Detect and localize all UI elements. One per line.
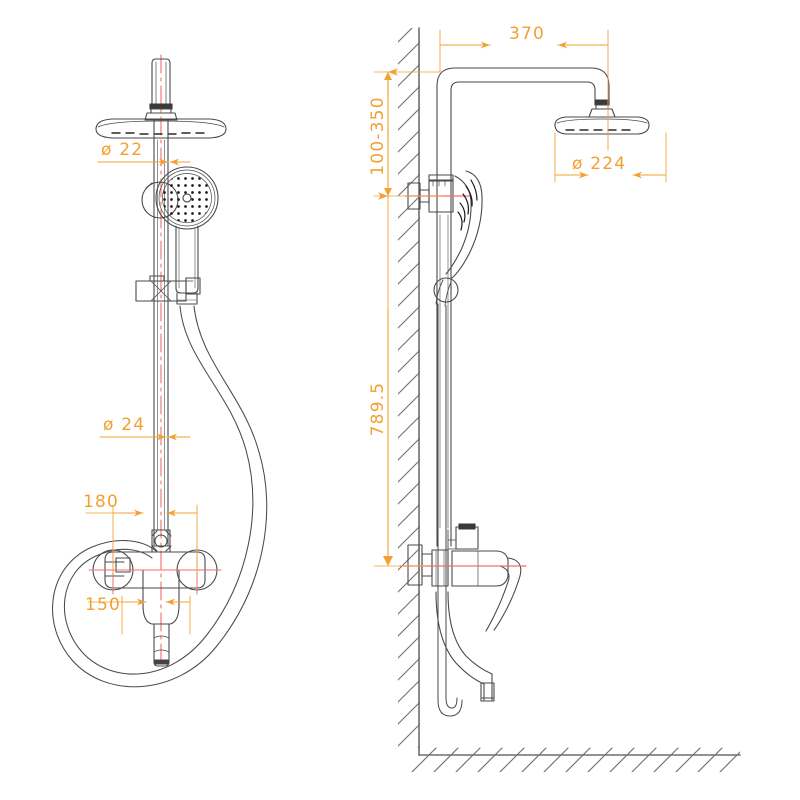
dim-mixer-inlet-centers: [87, 595, 191, 635]
dim-label-riser-diameter: ø 24: [103, 415, 145, 435]
front-view: ø 22 ø 24 180 150: [52, 54, 268, 688]
hand-shower-side: [435, 170, 483, 307]
floor-hatching: [411, 747, 741, 772]
wall-mixer-side: [399, 303, 527, 717]
side-view: 370 100-350 ø 224 789.5: [368, 24, 741, 772]
rain-shower-head-front: [95, 58, 227, 139]
dim-mixer-body-width: [85, 504, 198, 574]
riser-rail-side: [436, 204, 452, 537]
dim-label-mixer-body-width: 180: [83, 492, 119, 512]
dim-label-mixer-inlet-centers: 150: [85, 595, 121, 615]
dim-label-shower-arm-reach: 370: [509, 24, 545, 44]
side-dimensions: [373, 29, 667, 567]
slider-bracket-front: [135, 275, 201, 302]
dim-label-hand-shower-diameter: ø 22: [101, 140, 143, 160]
dim-hand-shower-diameter: [97, 158, 191, 166]
dim-label-mixer-height: 789.5: [368, 382, 388, 437]
front-dimensions: [85, 158, 198, 635]
dim-shower-arm-reach: [439, 29, 609, 151]
dim-label-rain-head-diameter: ø 224: [572, 154, 626, 174]
hand-shower-front: [141, 166, 219, 305]
dim-rain-head-diameter: [554, 132, 667, 183]
wall-hatching: [398, 27, 420, 756]
shower-hose-front: [52, 305, 268, 688]
slider-ring-side: [433, 277, 459, 303]
shower-arm-side: [436, 67, 610, 206]
rain-shower-head-side: [554, 99, 650, 135]
dim-label-bracket-range: 100-350: [368, 96, 388, 175]
dim-mixer-height: [373, 309, 425, 567]
